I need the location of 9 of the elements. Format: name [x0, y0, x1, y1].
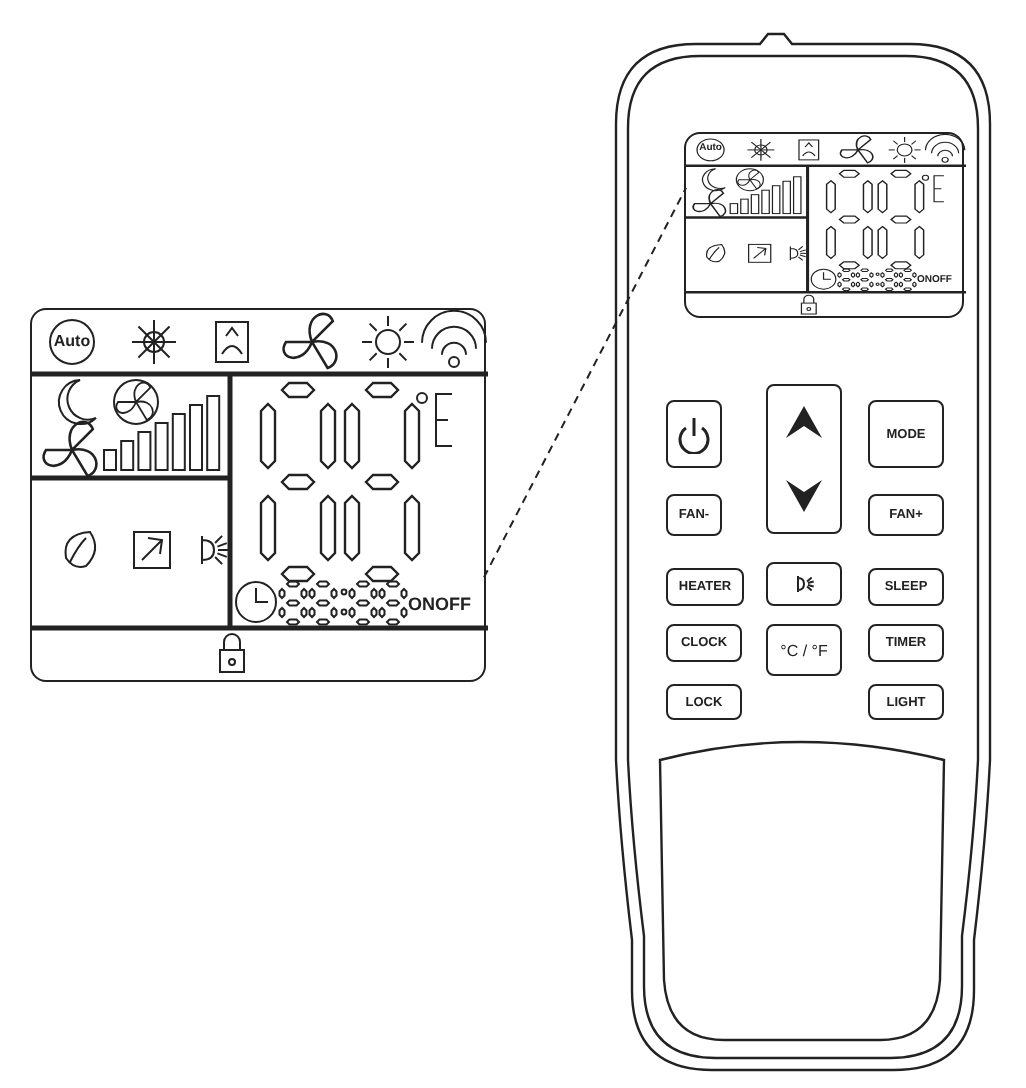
on-off-label: ONOFF: [408, 595, 471, 613]
remote-button: °C / °F: [766, 624, 842, 676]
icon-button: [766, 562, 842, 606]
mode-label: Auto: [53, 334, 91, 350]
display-panel: [684, 132, 964, 318]
enlarged-display-panel: [30, 308, 486, 682]
icon-button: [766, 384, 842, 534]
icon-button: [666, 400, 722, 468]
leader-line: [483, 186, 687, 579]
